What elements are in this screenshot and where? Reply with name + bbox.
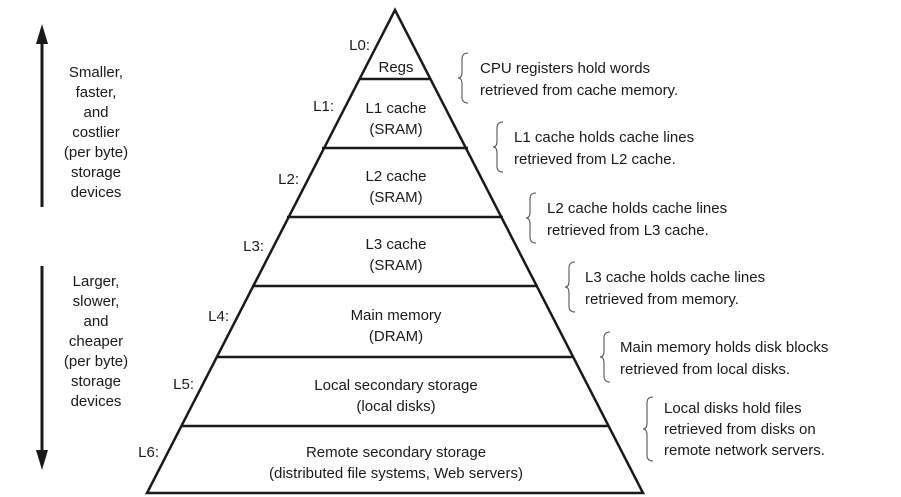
brace <box>525 192 537 244</box>
bottom-side-line: slower, <box>73 293 120 310</box>
braces <box>457 52 654 462</box>
pyramid-outline <box>144 7 646 495</box>
level-label-regs: Regs <box>378 59 413 76</box>
brace <box>642 396 654 462</box>
note-line: retrieved from L3 cache. <box>547 222 709 239</box>
up-arrow <box>36 24 48 207</box>
bottom-side-line: cheaper <box>69 333 123 350</box>
bottom-side-line: and <box>83 313 108 330</box>
pyramid <box>144 7 646 495</box>
level-id-l0: L0: <box>349 37 370 54</box>
brace <box>564 261 576 313</box>
brace <box>457 52 469 104</box>
note-line: CPU registers hold words <box>480 60 650 77</box>
note-line: Local disks hold files <box>664 400 802 417</box>
level-id-l6: L6: <box>138 444 159 461</box>
top-side-line: faster, <box>76 84 117 101</box>
brace <box>599 331 611 383</box>
level-label-l2: L2 cache <box>366 168 427 185</box>
level-label-main-memory: Main memory <box>351 307 442 324</box>
level-label-l1: L1 cache <box>366 100 427 117</box>
bottom-side-line: storage <box>71 373 121 390</box>
level-label-local-storage: Local secondary storage <box>314 377 477 394</box>
top-side-line: devices <box>71 184 122 201</box>
level-label-l2-type: (SRAM) <box>369 189 422 206</box>
level-id-l2: L2: <box>278 171 299 188</box>
top-side-caption: Smaller, faster, and costlier (per byte)… <box>64 64 128 201</box>
level-label-l1-type: (SRAM) <box>369 121 422 138</box>
brace <box>492 121 504 173</box>
level-id-l1: L1: <box>313 98 334 115</box>
top-side-line: and <box>83 104 108 121</box>
bottom-side-line: devices <box>71 393 122 410</box>
top-side-line: Smaller, <box>69 64 123 81</box>
note-line: retrieved from memory. <box>585 291 739 308</box>
level-label-l3-type: (SRAM) <box>369 257 422 274</box>
note-line: retrieved from cache memory. <box>480 82 678 99</box>
note-line: L1 cache holds cache lines <box>514 129 694 146</box>
level-labels: Regs L1 cache (SRAM) L2 cache (SRAM) L3 … <box>269 59 523 482</box>
note-line: retrieved from local disks. <box>620 361 790 378</box>
bottom-side-caption: Larger, slower, and cheaper (per byte) s… <box>64 273 128 410</box>
top-side-line: storage <box>71 164 121 181</box>
down-arrow <box>36 266 48 470</box>
note-line: Main memory holds disk blocks <box>620 339 828 356</box>
level-id-l4: L4: <box>208 308 229 325</box>
bottom-side-line: (per byte) <box>64 353 128 370</box>
level-ids: L0: L1: L2: L3: L4: L5: L6: <box>138 37 370 461</box>
top-side-line: costlier <box>72 124 120 141</box>
level-label-remote-storage: Remote secondary storage <box>306 444 486 461</box>
level-id-l3: L3: <box>243 238 264 255</box>
level-notes: CPU registers hold words retrieved from … <box>480 60 828 459</box>
level-label-l3: L3 cache <box>366 236 427 253</box>
level-label-dram: (DRAM) <box>369 328 423 345</box>
level-id-l5: L5: <box>173 376 194 393</box>
note-line: retrieved from L2 cache. <box>514 151 676 168</box>
level-label-remote-detail: (distributed file systems, Web servers) <box>269 465 523 482</box>
bottom-side-line: Larger, <box>73 273 120 290</box>
level-label-local-disks: (local disks) <box>356 398 435 415</box>
note-line: remote network servers. <box>664 442 825 459</box>
note-line: L2 cache holds cache lines <box>547 200 727 217</box>
note-line: retrieved from disks on <box>664 421 816 438</box>
note-line: L3 cache holds cache lines <box>585 269 765 286</box>
top-side-line: (per byte) <box>64 144 128 161</box>
